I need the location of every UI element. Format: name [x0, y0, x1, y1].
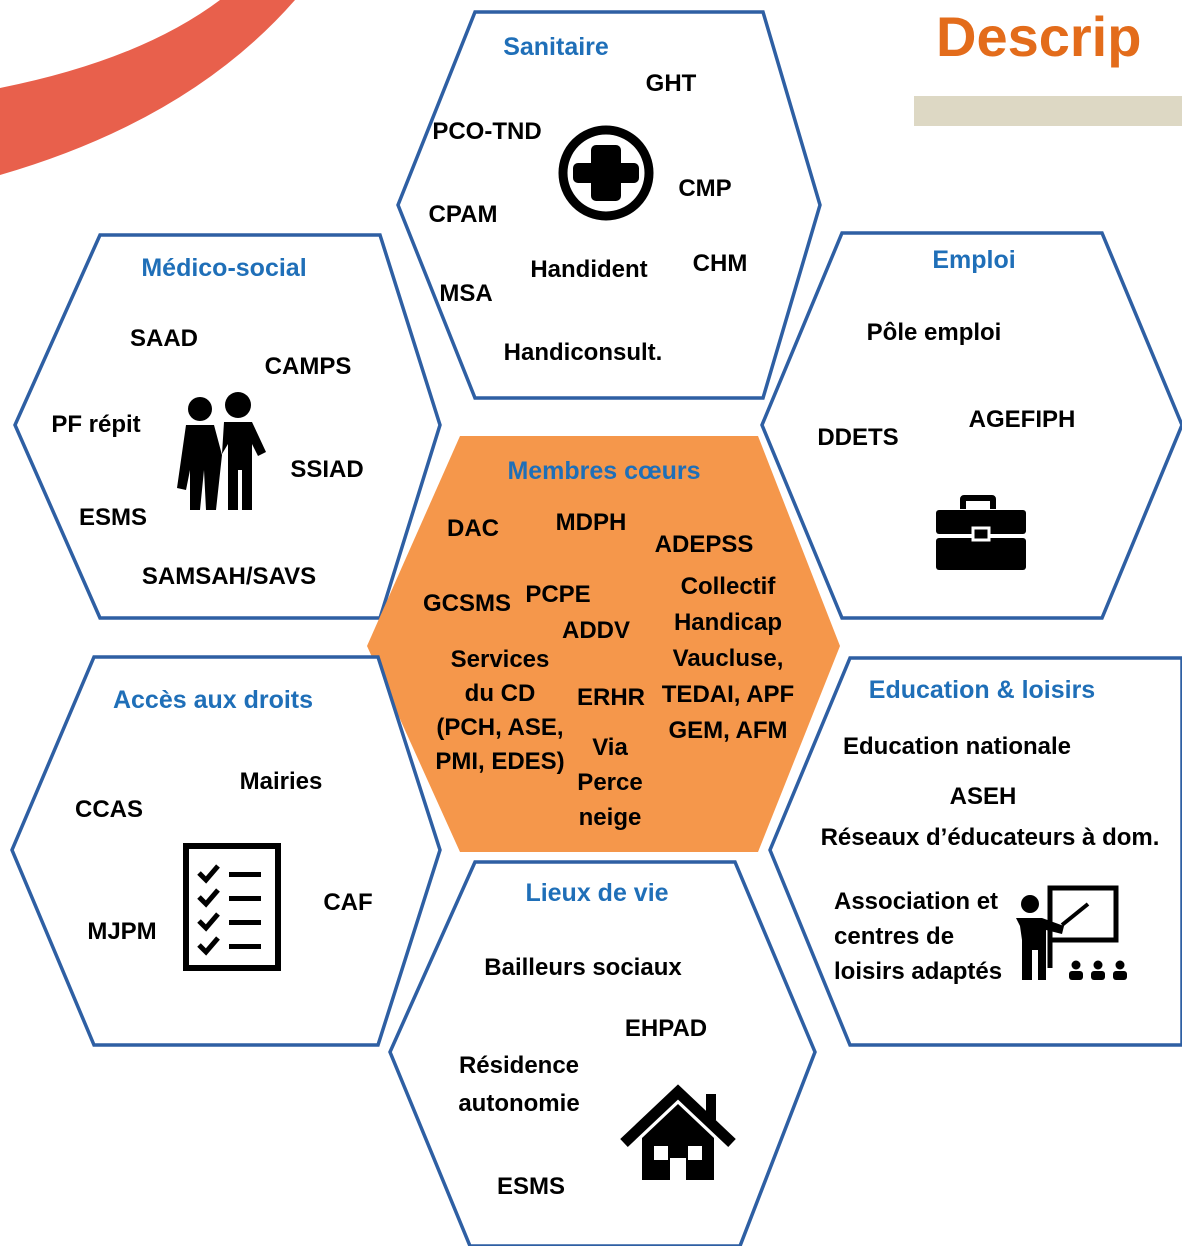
collectif-line: Handicap [673, 609, 783, 636]
lieux-item-esms: ESMS [496, 1173, 566, 1200]
via-line: Via [592, 734, 628, 761]
acces-item-ccas: CCAS [74, 796, 144, 823]
collectif-line: Collectif [680, 573, 776, 600]
membres-item-pcpe: PCPE [525, 581, 591, 608]
hexagon-education [768, 656, 1182, 1047]
collectif-line: Vaucluse, [672, 645, 784, 672]
sanitaire-item-handiconsult: Handiconsult. [503, 339, 663, 366]
services-cd-line: PMI, EDES) [435, 748, 565, 775]
sanitaire-item-msa: MSA [439, 280, 493, 307]
briefcase-icon [936, 495, 1026, 570]
medico-social-item-ssiad: SSIAD [290, 456, 364, 483]
sanitaire-item-pco-tnd: PCO-TND [432, 118, 542, 145]
sanitaire-item-cpam: CPAM [428, 201, 498, 228]
page-title: Descrip [936, 5, 1142, 68]
sanitaire-item-ght: GHT [645, 70, 697, 97]
education-item-reseaux: Réseaux d’éducateurs à dom. [820, 824, 1160, 851]
acces-item-caf: CAF [323, 889, 373, 916]
education-item-nationale: Education nationale [842, 733, 1072, 760]
emploi-title: Emploi [932, 246, 1016, 274]
medico-social-title: Médico-social [141, 254, 307, 282]
education-title: Education & loisirs [868, 676, 1096, 704]
lieux-item-bailleurs: Bailleurs sociaux [484, 954, 682, 981]
sanitaire-item-cmp: CMP [678, 175, 732, 202]
collectif-line: TEDAI, APF [661, 681, 795, 708]
medico-social-item-esms: ESMS [78, 504, 148, 531]
services-cd-line: (PCH, ASE, [436, 714, 564, 741]
sanitaire-item-chm: CHM [692, 250, 748, 277]
house-icon [620, 1084, 736, 1180]
acces-item-mjpm: MJPM [87, 918, 157, 945]
collectif-line: GEM, AFM [668, 717, 788, 744]
medical-cross-icon [558, 125, 654, 221]
education-item-association: Association et centres de loisirs adapté… [834, 884, 1002, 989]
checklist-icon [183, 843, 281, 971]
membres-item-addv: ADDV [561, 617, 631, 644]
sanitaire-item-handident: Handident [530, 256, 648, 283]
teacher-icon [1016, 885, 1127, 980]
association-line: centres de [834, 923, 955, 950]
education-item-aseh: ASEH [949, 783, 1017, 810]
membres-item-adepss: ADEPSS [654, 531, 754, 558]
lieux-vie-title: Lieux de vie [525, 879, 669, 907]
services-cd-line: Services [450, 646, 550, 673]
hexagon-emploi [760, 231, 1182, 620]
via-line: neige [578, 804, 642, 831]
people-icon [177, 392, 266, 510]
services-cd-line: du CD [464, 680, 536, 707]
residence-line: Résidence [458, 1052, 580, 1079]
decorative-arc [0, 0, 295, 175]
emploi-item-pole-emploi: Pôle emploi [866, 319, 1002, 346]
membres-item-erhr: ERHR [576, 684, 646, 711]
medico-social-item-camps: CAMPS [264, 353, 352, 380]
emploi-item-ddets: DDETS [817, 424, 899, 451]
lieux-item-ehpad: EHPAD [624, 1015, 708, 1042]
membres-item-services-cd: Services du CD (PCH, ASE, PMI, EDES) [435, 643, 564, 779]
via-line: Perce [577, 769, 643, 796]
hexagon-membres-coeurs [367, 436, 840, 852]
membres-item-mdph: MDPH [555, 509, 627, 536]
emploi-item-agefiph: AGEFIPH [968, 406, 1076, 433]
medico-social-item-saad: SAAD [129, 325, 199, 352]
membres-item-collectif: Collectif Handicap Vaucluse, TEDAI, APF … [662, 569, 794, 749]
sanitaire-title: Sanitaire [503, 33, 609, 61]
acces-droits-title: Accès aux droits [112, 686, 314, 714]
association-line: Association et [834, 888, 999, 915]
medico-social-item-pf-repit: PF répit [51, 411, 141, 438]
acces-item-mairies: Mairies [239, 768, 323, 795]
medico-social-item-samsah-savs: SAMSAH/SAVS [141, 563, 317, 590]
membres-item-gcsms: GCSMS [422, 590, 512, 617]
hexagon-lieux-vie [388, 860, 817, 1246]
lieux-item-residence: Résidence autonomie [458, 1047, 579, 1123]
membres-coeurs-title: Membres cœurs [507, 457, 701, 485]
residence-line: autonomie [458, 1090, 580, 1117]
title-underline-bar [914, 96, 1182, 126]
membres-item-dac: DAC [447, 515, 499, 542]
association-line: loisirs adaptés [834, 958, 1003, 985]
membres-item-via-perce-neige: Via Perce neige [577, 730, 642, 835]
